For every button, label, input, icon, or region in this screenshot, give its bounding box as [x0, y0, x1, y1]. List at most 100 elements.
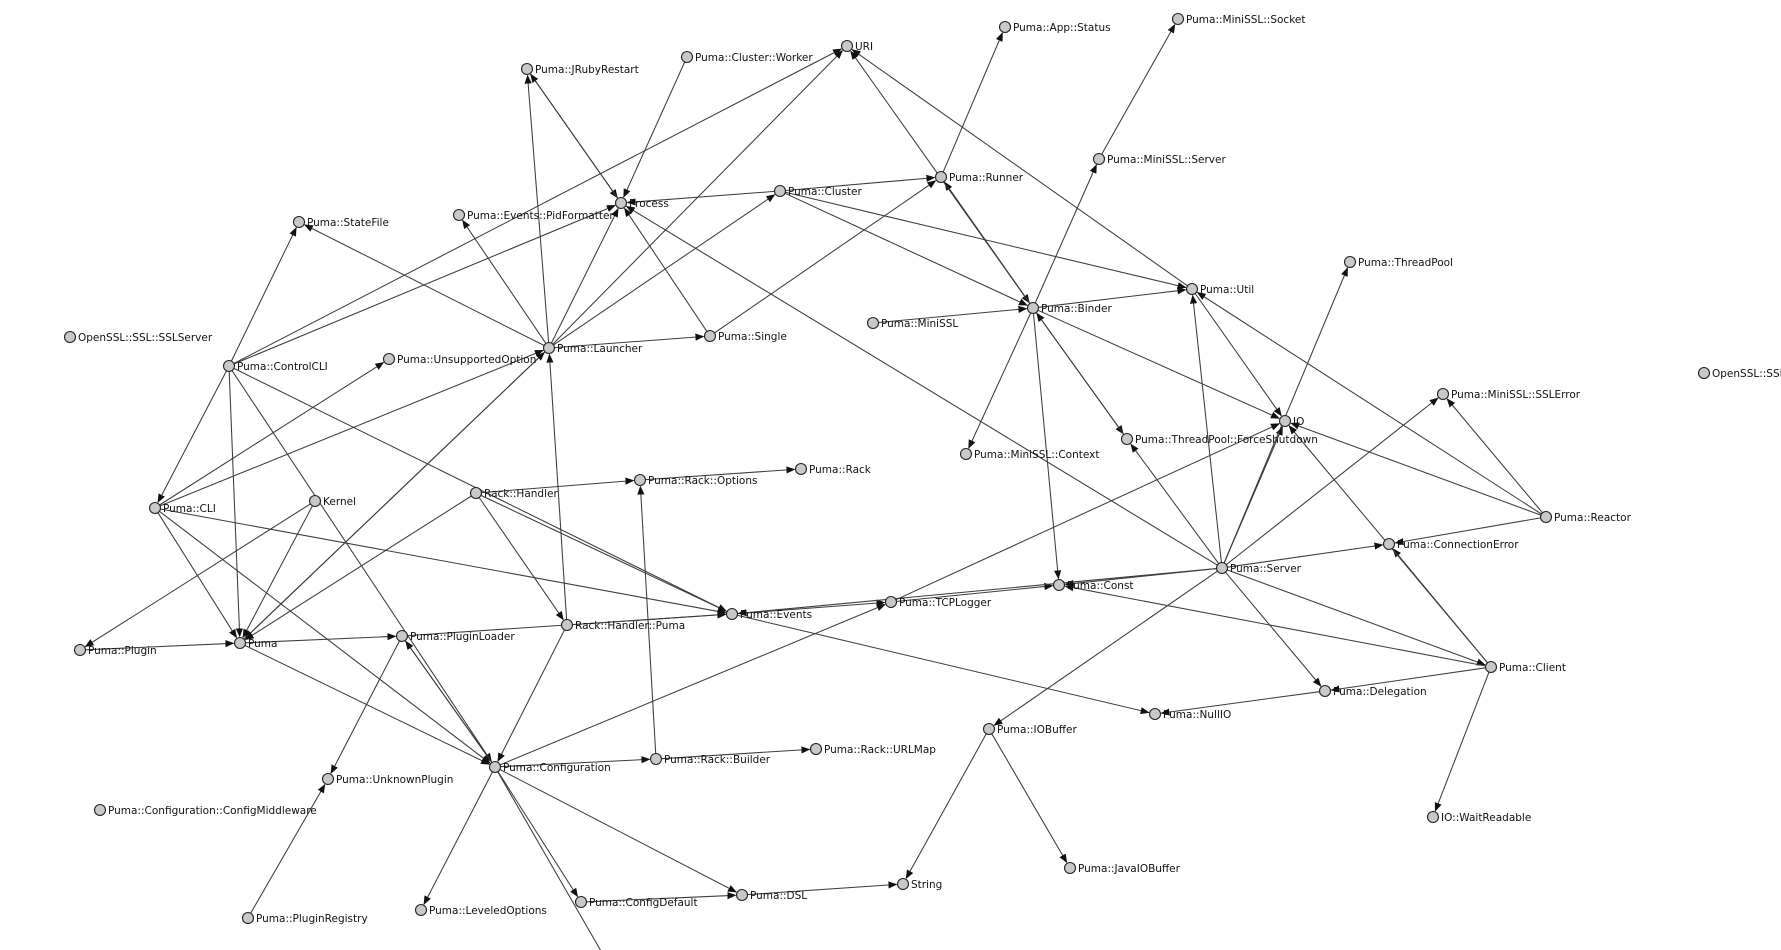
- node-dot-rack-builder[interactable]: [649, 752, 663, 766]
- node-string[interactable]: String: [896, 877, 943, 892]
- node-binder[interactable]: Puma::Binder: [1026, 301, 1113, 316]
- node-io-waitreadable[interactable]: IO::WaitReadable: [1426, 810, 1532, 825]
- node-dot-controlcli[interactable]: [222, 359, 236, 373]
- node-dot-const[interactable]: [1052, 578, 1066, 592]
- node-dot-connection-error[interactable]: [1382, 537, 1396, 551]
- node-rack-urlmap[interactable]: Puma::Rack::URLMap: [809, 742, 937, 757]
- node-dot-single[interactable]: [703, 329, 717, 343]
- node-threadpool[interactable]: Puma::ThreadPool: [1343, 255, 1453, 270]
- node-server[interactable]: Puma::Server: [1215, 561, 1302, 576]
- node-connection-error[interactable]: Puma::ConnectionError: [1382, 537, 1520, 552]
- node-rack-handler[interactable]: Rack::Handler: [469, 486, 559, 501]
- node-dot-launcher[interactable]: [542, 341, 556, 355]
- node-dot-minissl-context[interactable]: [959, 447, 973, 461]
- node-dot-plugin-registry[interactable]: [241, 911, 255, 925]
- node-reactor[interactable]: Puma::Reactor: [1539, 510, 1632, 525]
- node-configuration[interactable]: Puma::Configuration: [488, 760, 611, 775]
- node-dot-rack-handler[interactable]: [469, 486, 483, 500]
- node-process[interactable]: Process: [614, 196, 669, 211]
- node-dot-uri[interactable]: [840, 39, 854, 53]
- node-rack-options[interactable]: Puma::Rack::Options: [633, 473, 758, 488]
- node-dot-app-status[interactable]: [998, 20, 1012, 34]
- node-dot-process[interactable]: [614, 196, 628, 210]
- node-dot-kernel[interactable]: [308, 494, 322, 508]
- node-dot-puma[interactable]: [233, 636, 247, 650]
- node-dot-tcplogger[interactable]: [884, 595, 898, 609]
- node-dot-cluster[interactable]: [773, 184, 787, 198]
- node-openssl-ssl[interactable]: OpenSSL::SSL: [1697, 366, 1781, 381]
- node-single[interactable]: Puma::Single: [703, 329, 787, 344]
- node-configdefault[interactable]: Puma::ConfigDefault: [574, 895, 698, 910]
- node-minissl-sslerror[interactable]: Puma::MiniSSL::SSLError: [1436, 387, 1581, 402]
- node-dot-string[interactable]: [896, 877, 910, 891]
- node-app-status[interactable]: Puma::App::Status: [998, 20, 1111, 35]
- node-dot-util[interactable]: [1185, 282, 1199, 296]
- node-leveled-options[interactable]: Puma::LeveledOptions: [414, 903, 547, 918]
- node-dot-iobuffer[interactable]: [982, 722, 996, 736]
- node-dot-configdefault[interactable]: [574, 895, 588, 909]
- node-kernel[interactable]: Kernel: [308, 494, 357, 509]
- node-dot-rack-handler-puma[interactable]: [560, 618, 574, 632]
- node-pluginloader[interactable]: Puma::PluginLoader: [395, 629, 516, 644]
- node-dot-pidformatter[interactable]: [452, 208, 466, 222]
- node-forceshutdown[interactable]: Puma::ThreadPool::ForceShutdown: [1120, 432, 1318, 447]
- node-dot-minissl-server[interactable]: [1092, 152, 1106, 166]
- node-events[interactable]: Puma::Events: [725, 607, 813, 622]
- node-minissl-server[interactable]: Puma::MiniSSL::Server: [1092, 152, 1227, 167]
- node-cluster-worker[interactable]: Puma::Cluster::Worker: [680, 50, 814, 65]
- node-dot-unknown-plugin[interactable]: [321, 772, 335, 786]
- node-dot-reactor[interactable]: [1539, 510, 1553, 524]
- node-dot-openssl-ssl[interactable]: [1697, 366, 1711, 380]
- node-unknown-plugin[interactable]: Puma::UnknownPlugin: [321, 772, 454, 787]
- node-javaiobuffer[interactable]: Puma::JavaIOBuffer: [1063, 861, 1181, 876]
- node-dot-openssl-sslserver[interactable]: [63, 330, 77, 344]
- node-dot-rack-options[interactable]: [633, 473, 647, 487]
- node-runner[interactable]: Puma::Runner: [934, 170, 1024, 185]
- node-dot-configuration[interactable]: [488, 760, 502, 774]
- node-minissl[interactable]: Puma::MiniSSL: [866, 316, 959, 331]
- node-puma[interactable]: Puma: [233, 636, 278, 651]
- node-dot-forceshutdown[interactable]: [1120, 432, 1134, 446]
- node-dot-binder[interactable]: [1026, 301, 1040, 315]
- node-dot-unsupported-option[interactable]: [382, 352, 396, 366]
- node-dot-events[interactable]: [725, 607, 739, 621]
- node-dot-nullio[interactable]: [1148, 707, 1162, 721]
- node-uri[interactable]: URI: [840, 39, 874, 54]
- node-puma-plugin[interactable]: Puma::Plugin: [73, 643, 157, 658]
- node-dot-minissl-sslerror[interactable]: [1436, 387, 1450, 401]
- node-unsupported-option[interactable]: Puma::UnsupportedOption: [382, 352, 537, 367]
- node-const[interactable]: Puma::Const: [1052, 578, 1134, 593]
- node-dot-cluster-worker[interactable]: [680, 50, 694, 64]
- node-dot-statefile[interactable]: [292, 215, 306, 229]
- node-dot-client[interactable]: [1484, 660, 1498, 674]
- node-tcplogger[interactable]: Puma::TCPLogger: [884, 595, 992, 610]
- node-dot-jruby-restart[interactable]: [520, 62, 534, 76]
- node-dot-leveled-options[interactable]: [414, 903, 428, 917]
- node-cluster[interactable]: Puma::Cluster: [773, 184, 863, 199]
- node-plugin-registry[interactable]: Puma::PluginRegistry: [241, 911, 368, 926]
- node-dsl[interactable]: Puma::DSL: [735, 888, 808, 903]
- node-dot-dsl[interactable]: [735, 888, 749, 902]
- node-jruby-restart[interactable]: Puma::JRubyRestart: [520, 62, 639, 77]
- node-config-middleware[interactable]: Puma::Configuration::ConfigMiddleware: [93, 803, 317, 818]
- node-dot-javaiobuffer[interactable]: [1063, 861, 1077, 875]
- node-rack-builder[interactable]: Puma::Rack::Builder: [649, 752, 771, 767]
- node-dot-puma-plugin[interactable]: [73, 643, 87, 657]
- node-dot-server[interactable]: [1215, 561, 1229, 575]
- node-minissl-context[interactable]: Puma::MiniSSL::Context: [959, 447, 1100, 462]
- node-io[interactable]: IO: [1278, 414, 1305, 429]
- node-dot-minissl-socket[interactable]: [1171, 12, 1185, 26]
- node-dot-rack[interactable]: [794, 462, 808, 476]
- node-launcher[interactable]: Puma::Launcher: [542, 341, 644, 356]
- node-dot-io[interactable]: [1278, 414, 1292, 428]
- node-controlcli[interactable]: Puma::ControlCLI: [222, 359, 328, 374]
- node-util[interactable]: Puma::Util: [1185, 282, 1255, 297]
- node-nullio[interactable]: Puma::NullIO: [1148, 707, 1232, 722]
- node-dot-minissl[interactable]: [866, 316, 880, 330]
- node-iobuffer[interactable]: Puma::IOBuffer: [982, 722, 1078, 737]
- node-client[interactable]: Puma::Client: [1484, 660, 1566, 675]
- node-statefile[interactable]: Puma::StateFile: [292, 215, 389, 230]
- node-rack[interactable]: Puma::Rack: [794, 462, 872, 477]
- node-minissl-socket[interactable]: Puma::MiniSSL::Socket: [1171, 12, 1306, 27]
- node-rack-handler-puma[interactable]: Rack::Handler::Puma: [560, 618, 686, 633]
